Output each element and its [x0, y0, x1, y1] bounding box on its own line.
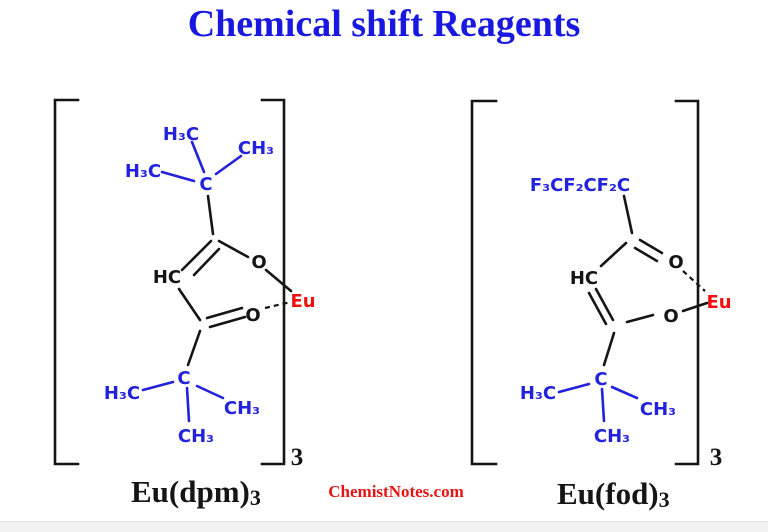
europium-label: Eu	[290, 291, 315, 312]
oxygen-label: O	[251, 252, 266, 273]
caption-main: Eu(fod)	[557, 476, 659, 511]
structure-eu-dpm: H₃C CH₃ H₃C C HC O O Eu C H₃C CH₃ CH₃ 3	[53, 98, 316, 471]
coordination-bond-solid	[264, 268, 293, 293]
horizontal-scrollbar-track[interactable]	[0, 521, 768, 532]
skeleton-bonds	[177, 194, 250, 367]
methyl-label: H₃C	[125, 161, 161, 182]
tbutyl-bonds	[141, 140, 243, 423]
left-bracket	[470, 99, 498, 466]
coordination-bond-solid	[681, 301, 709, 313]
page-title: Chemical shift Reagents	[187, 3, 581, 45]
perfluoropropyl-label: F₃CF₂CF₂C	[530, 175, 630, 196]
methyl-label: CH₃	[640, 399, 676, 420]
right-bracket	[674, 99, 700, 466]
methyl-label: H₃C	[104, 383, 140, 404]
methine-label: HC	[570, 268, 598, 289]
caption-subscript: 3	[658, 487, 670, 512]
coordination-bond-dashed	[682, 270, 706, 292]
carbonyl-double-bond	[205, 306, 247, 329]
bracket-subscript: 3	[291, 444, 304, 471]
oxygen-label: O	[245, 305, 260, 326]
methyl-label: CH₃	[224, 398, 260, 419]
watermark: ChemistNotes.com	[328, 482, 464, 501]
skeleton-bonds	[599, 194, 655, 367]
methine-label: HC	[153, 267, 181, 288]
caption-eu-fod: Eu(fod)3	[557, 476, 670, 512]
right-bracket	[260, 98, 286, 466]
left-bracket	[53, 98, 80, 466]
oxygen-label: O	[668, 252, 683, 273]
methyl-label: H₃C	[520, 383, 556, 404]
structure-eu-fod: F₃CF₂CF₂C HC O O Eu C H₃C CH₃ CH₃ 3	[470, 99, 732, 471]
oxygen-label: O	[663, 306, 678, 327]
europium-label: Eu	[706, 292, 731, 313]
caption-eu-dpm: Eu(dpm)3	[131, 474, 261, 510]
methyl-label: CH₃	[238, 138, 274, 159]
carbonyl-double-bond	[633, 238, 664, 263]
carbon-carbon-double-bond	[587, 287, 615, 326]
tbutyl-bonds	[557, 382, 639, 423]
carbon-label: C	[199, 174, 212, 195]
caption-main: Eu(dpm)	[131, 474, 250, 509]
bracket-subscript: 3	[710, 444, 723, 471]
methyl-label: CH₃	[178, 426, 214, 447]
carbon-label: C	[594, 369, 607, 390]
methyl-label: CH₃	[594, 426, 630, 447]
caption-subscript: 3	[249, 485, 261, 510]
carbon-label: C	[177, 368, 190, 389]
carbon-carbon-double-bond	[180, 239, 221, 277]
coordination-bond-dashed	[264, 300, 292, 310]
methyl-label: H₃C	[163, 124, 199, 145]
